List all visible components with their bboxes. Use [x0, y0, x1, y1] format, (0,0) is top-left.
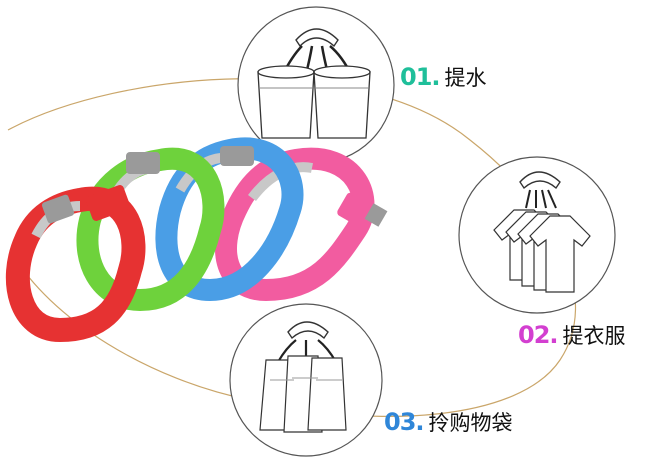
feature-1-text: 提水 — [444, 66, 487, 90]
feature-1-dot: . — [431, 63, 441, 91]
shopping-bags-icon — [229, 303, 383, 457]
feature-3-number: 03 — [384, 408, 416, 436]
feature-1-number: 01 — [400, 63, 432, 91]
feature-2-dot: . — [549, 321, 559, 349]
green-handle — [76, 147, 225, 311]
feature-2-label: 02 . 提衣服 — [518, 320, 626, 350]
red-handle — [5, 185, 146, 342]
feature-2-number: 02 — [518, 321, 550, 349]
feature-3-label: 03 . 拎购物袋 — [384, 407, 513, 437]
feature-3-dot: . — [415, 408, 425, 436]
water-bucket-icon — [237, 6, 395, 164]
clothes-hangers-icon — [458, 156, 616, 314]
feature-1-label: 01 . 提水 — [400, 62, 487, 92]
feature-2-text: 提衣服 — [562, 324, 626, 348]
feature-3-text: 拎购物袋 — [428, 411, 513, 435]
